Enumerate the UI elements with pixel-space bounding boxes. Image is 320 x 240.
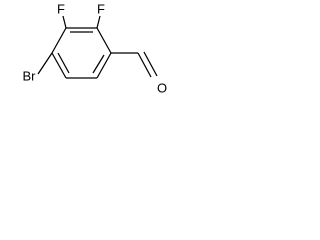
structure-canvas: F F Br O [0, 0, 200, 121]
ring-bond-c3-c4 [96, 52, 112, 79]
ring-double-bond-left [57, 52, 70, 74]
molecule-diagram: F F Br O [23, 2, 168, 96]
atom-labels: F F Br O [23, 2, 168, 96]
fluorine-label-right: F [97, 2, 105, 17]
aldehyde-oxygen-bond-inner [143, 51, 158, 77]
ring-bond-c6-c1 [51, 27, 67, 54]
fluorine-right-bond [96, 15, 101, 29]
ring-double-bond-right [92, 54, 105, 74]
oxygen-label: O [157, 81, 167, 96]
ring-bond-c2-c3 [96, 27, 112, 54]
fluorine-left-bond [62, 15, 67, 29]
bromine-bond [37, 52, 53, 75]
benzene-ring [51, 27, 112, 79]
substituent-bonds [37, 15, 158, 78]
bromine-label: Br [23, 69, 37, 84]
fluorine-label-left: F [57, 2, 65, 17]
aldehyde-oxygen-bond-outer [137, 52, 152, 78]
ring-bond-c5-c6 [51, 52, 67, 79]
